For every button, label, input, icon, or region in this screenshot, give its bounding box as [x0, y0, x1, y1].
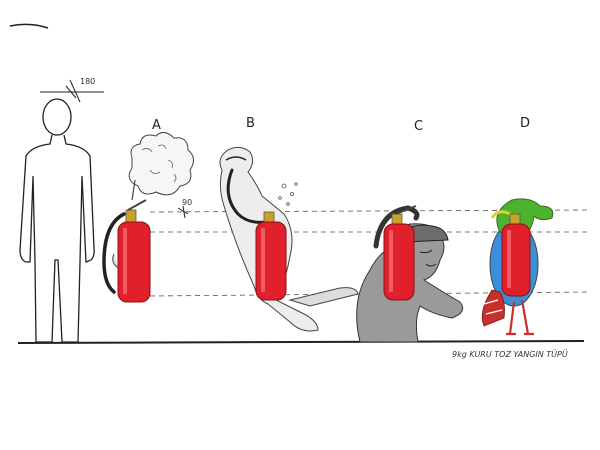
- label-c: C: [414, 119, 423, 134]
- figure-a-cloud-head: [128, 132, 194, 196]
- figure-d: [481, 198, 554, 336]
- label-b: B: [246, 116, 255, 131]
- extinguisher-c-body: [383, 223, 415, 301]
- extinguisher-dimension: [177, 205, 189, 219]
- figure-a: [102, 132, 194, 303]
- height-dimension-label: 180: [80, 77, 95, 86]
- figure-b-fin: [288, 287, 359, 307]
- extinguisher-a-body: [117, 221, 151, 303]
- corner-scribble: [9, 23, 49, 29]
- figure-b: [219, 146, 359, 332]
- extinguisher-b-body: [255, 221, 287, 301]
- caption: 9kg KURU TOZ YANGIN TÜPÜ: [452, 349, 568, 359]
- label-a: A: [152, 118, 161, 133]
- label-d: D: [520, 116, 530, 131]
- height-dimension: [40, 79, 104, 103]
- extinguisher-dimension-label: 90: [182, 198, 192, 207]
- human-silhouette: [19, 98, 95, 343]
- ground-line: [17, 340, 585, 344]
- figure-c: [356, 205, 464, 343]
- figure-d-tail: [481, 289, 505, 327]
- extinguisher-d-body: [501, 223, 531, 297]
